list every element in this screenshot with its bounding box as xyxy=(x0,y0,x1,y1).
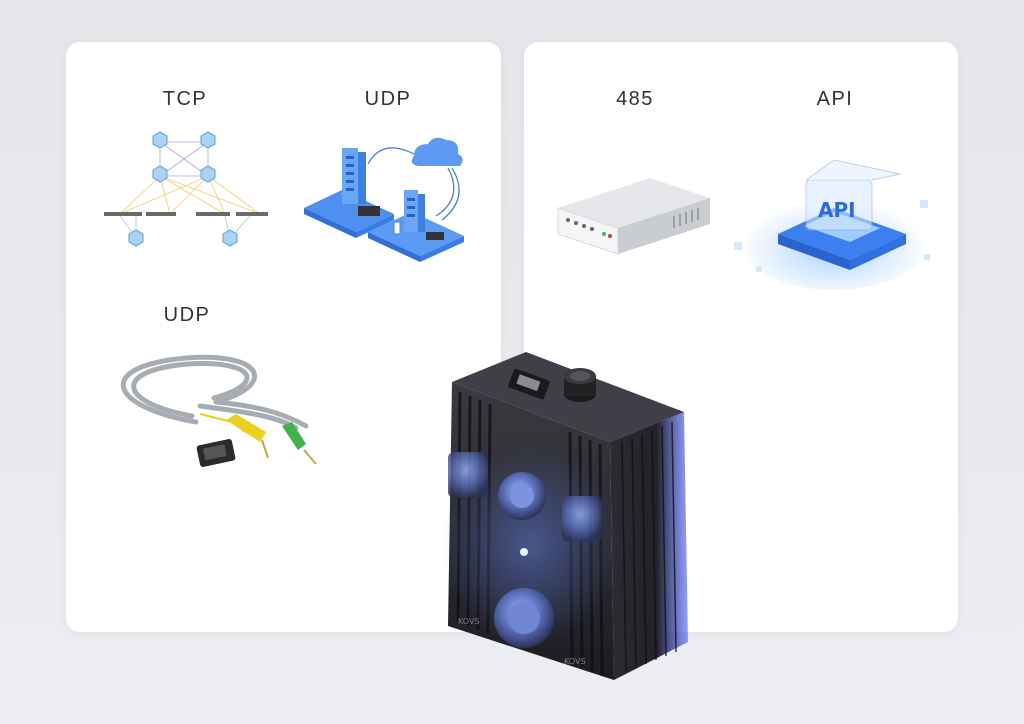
api-label: API xyxy=(816,88,854,110)
udp-label-top: UDP xyxy=(364,88,412,110)
network-topology-icon xyxy=(104,131,268,247)
serial-cable-icon xyxy=(120,354,317,467)
rs485-label: 485 xyxy=(616,88,654,110)
tcp-label: TCP xyxy=(162,88,208,110)
cloud-servers-icon xyxy=(304,137,464,262)
left-panel: TCP UDP UDP xyxy=(66,42,501,632)
svg-text:API: API xyxy=(818,198,856,222)
brand-mark-left: KOVS xyxy=(458,617,480,626)
brand-mark-right: KOVS xyxy=(564,657,586,666)
api-chip-icon: API xyxy=(734,159,930,290)
camera-sensor-device-icon: KOVS KOVS xyxy=(440,352,688,680)
gateway-box-icon xyxy=(557,178,710,255)
udp-label-bottom: UDP xyxy=(163,304,211,326)
